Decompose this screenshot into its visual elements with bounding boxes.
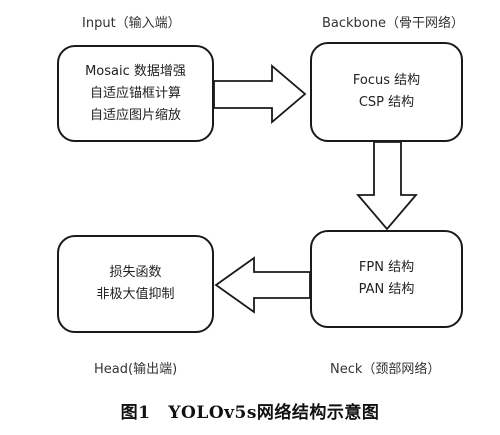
head-line-2: 非极大值抑制 xyxy=(96,287,175,302)
head-box: 损失函数 非极大值抑制 xyxy=(57,235,214,333)
neck-line-2: PAN 结构 xyxy=(358,282,415,297)
backbone-title: Backbone（骨干网络） xyxy=(322,16,465,31)
backbone-box: Focus 结构 CSP 结构 xyxy=(310,42,463,142)
head-title: Head(输出端) xyxy=(94,362,178,377)
input-line-3: 自适应图片缩放 xyxy=(89,107,181,123)
figure-number: 图1 xyxy=(120,403,151,423)
arrow-neck-to-head xyxy=(214,256,311,314)
arrow-input-to-backbone xyxy=(213,64,307,124)
input-title: Input（输入端） xyxy=(82,16,181,31)
arrow-backbone-to-neck xyxy=(356,141,418,231)
figure-caption-text: YOLOv5s网络结构示意图 xyxy=(168,403,380,423)
neck-line-1: FPN 结构 xyxy=(358,260,415,275)
backbone-line-2: CSP 结构 xyxy=(358,95,415,110)
figure-caption: 图1 YOLOv5s网络结构示意图 xyxy=(0,398,500,423)
head-line-1: 损失函数 xyxy=(109,265,162,280)
backbone-line-1: Focus 结构 xyxy=(352,73,421,88)
neck-title: Neck（颈部网络） xyxy=(330,362,441,377)
input-line-2: 自适应锚框计算 xyxy=(89,85,181,101)
input-box: Mosaic 数据增强 自适应锚框计算 自适应图片缩放 xyxy=(57,45,214,142)
input-line-1: Mosaic 数据增强 xyxy=(85,63,186,79)
neck-box: FPN 结构 PAN 结构 xyxy=(310,230,463,328)
